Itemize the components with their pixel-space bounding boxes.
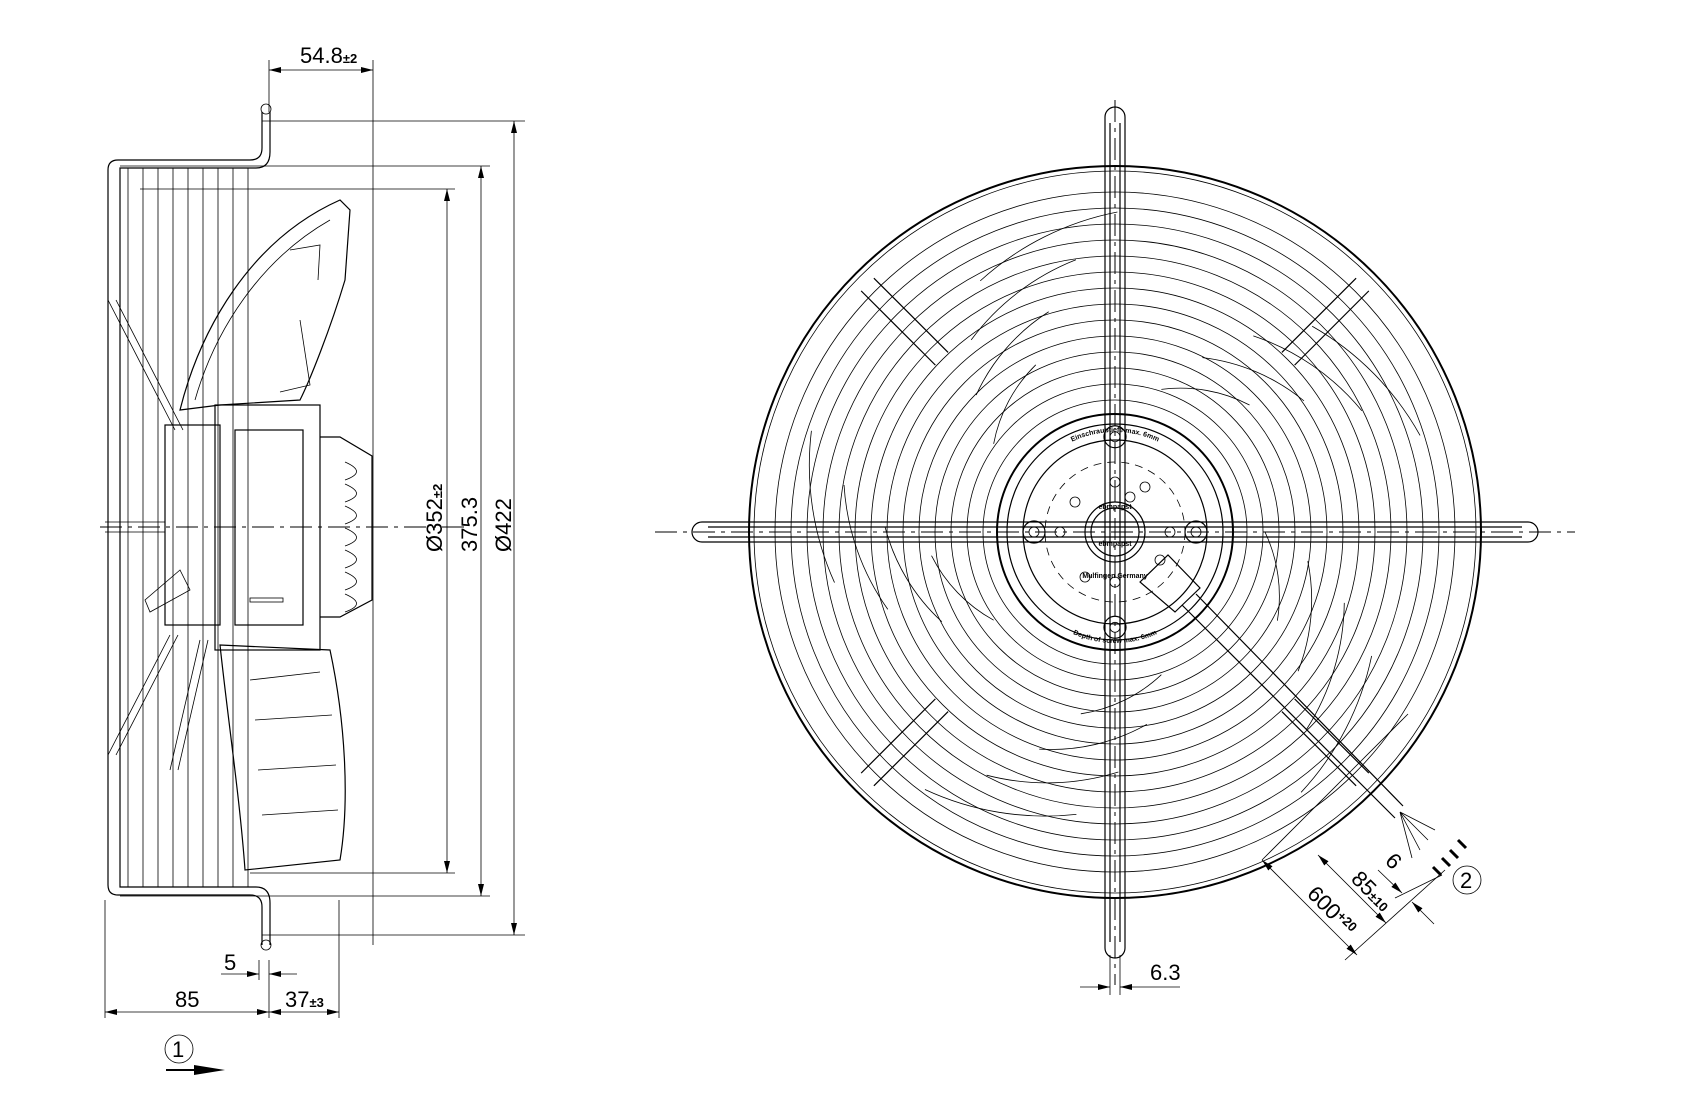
- cable: [1181, 593, 1404, 819]
- wire-ends: [1431, 838, 1468, 877]
- hub-hole: [1154, 554, 1166, 566]
- cable-gland: [144, 569, 191, 613]
- side-view: 54.8±2 Ø352±2 375.3 Ø422 5 85 37±3 1: [100, 43, 525, 1075]
- cooling-fin: [344, 527, 357, 547]
- guard-diagonal-strut: [1281, 277, 1370, 366]
- callout-1: 1: [172, 1037, 184, 1062]
- brand-logo: ebmpapst: [1098, 504, 1132, 511]
- dim-422: Ø422: [491, 498, 516, 552]
- blade-detail: [249, 671, 339, 816]
- blade-edge: [808, 430, 835, 583]
- dim-5: 5: [224, 950, 236, 975]
- blade-edge: [1161, 387, 1250, 406]
- airflow-arrowhead-icon: [194, 1065, 225, 1075]
- guard-diagonal-strut: [860, 277, 949, 366]
- hub-hole: [1069, 496, 1081, 508]
- blade-edge: [1306, 602, 1345, 730]
- guard-diagonal-strut: [860, 698, 949, 787]
- blade-edge: [1264, 531, 1280, 621]
- cooling-fin: [344, 549, 357, 569]
- cable-connector: [1139, 554, 1201, 613]
- blade-edge: [986, 771, 1119, 784]
- blade-edge: [1300, 655, 1373, 793]
- callout-circle-2: [1452, 865, 1482, 895]
- blade-edge: [979, 211, 1118, 282]
- cooling-fin: [344, 593, 357, 613]
- guard-diagonal-strut: [1281, 698, 1370, 787]
- rating-plate-mark: [249, 597, 284, 603]
- stator-block: [234, 429, 304, 626]
- blade-edge: [884, 526, 943, 623]
- mounting-flange: [107, 112, 271, 945]
- callout-2: 2: [1460, 868, 1472, 893]
- guard-outer-ring-inner: [753, 170, 1477, 894]
- cooling-fin: [344, 483, 357, 503]
- brand-logo: ebmpapst: [1098, 541, 1132, 548]
- blade-detail: [194, 219, 331, 401]
- guard-strut: [107, 299, 209, 771]
- blade-edge: [1202, 357, 1305, 402]
- dim-37: 37±3: [285, 987, 324, 1012]
- hub-hole: [1124, 491, 1136, 503]
- dim-6-3: 6.3: [1150, 960, 1181, 985]
- flange-hole: [260, 939, 272, 951]
- cooling-fins: [344, 461, 357, 613]
- motor-cooling-cap: [320, 436, 373, 618]
- blade-edge: [1297, 561, 1312, 672]
- blade-edge: [993, 364, 1037, 444]
- dim-line-600: [1261, 859, 1358, 956]
- dim-352: Ø352±2: [422, 484, 447, 552]
- hub-ring: [105, 521, 165, 533]
- extension-line: [1394, 874, 1443, 899]
- motor-flange: [164, 424, 221, 626]
- guard-wires: [127, 168, 249, 887]
- blade-edge: [970, 259, 1077, 341]
- impeller-blades: [808, 211, 1421, 817]
- hub-hole: [1139, 481, 1151, 493]
- blade-edge: [975, 311, 1049, 396]
- extension-line: [1261, 713, 1409, 861]
- blade-edge: [924, 789, 1077, 817]
- hub-hole: [1079, 571, 1091, 583]
- cable-wires: [1399, 811, 1436, 859]
- dim-line-6: [1411, 901, 1435, 925]
- cooling-fin: [344, 505, 357, 525]
- blade-edge: [1253, 335, 1363, 411]
- cooling-fin: [344, 571, 357, 591]
- callout-circle-1: [164, 1034, 194, 1064]
- fan-blade-upper: [179, 199, 351, 411]
- cooling-fin: [344, 461, 357, 481]
- dim-line-6: [1377, 869, 1403, 894]
- motor-housing: [214, 404, 321, 651]
- blade-edge: [1312, 325, 1421, 436]
- dim-375-3: 375.3: [457, 497, 482, 552]
- extension-line: [1344, 869, 1446, 961]
- dim-line-85-cable: [1317, 854, 1387, 924]
- blade-edge: [1080, 674, 1162, 715]
- blade-edge: [843, 484, 889, 610]
- blade-edge: [1039, 724, 1148, 750]
- dim-54-8: 54.8±2: [300, 43, 357, 68]
- dim-6: 6: [1380, 848, 1406, 874]
- blade-edge: [931, 555, 994, 621]
- dim-85: 85: [175, 987, 199, 1012]
- fan-blade-lower: [219, 644, 346, 871]
- front-view: ebmpapst ebmpapst Mulfingen Germany Eins…: [655, 100, 1575, 995]
- bolt-socket-icon: [1109, 431, 1121, 443]
- guard-diagonal-struts: [860, 277, 1370, 787]
- flange-hole: [260, 103, 272, 115]
